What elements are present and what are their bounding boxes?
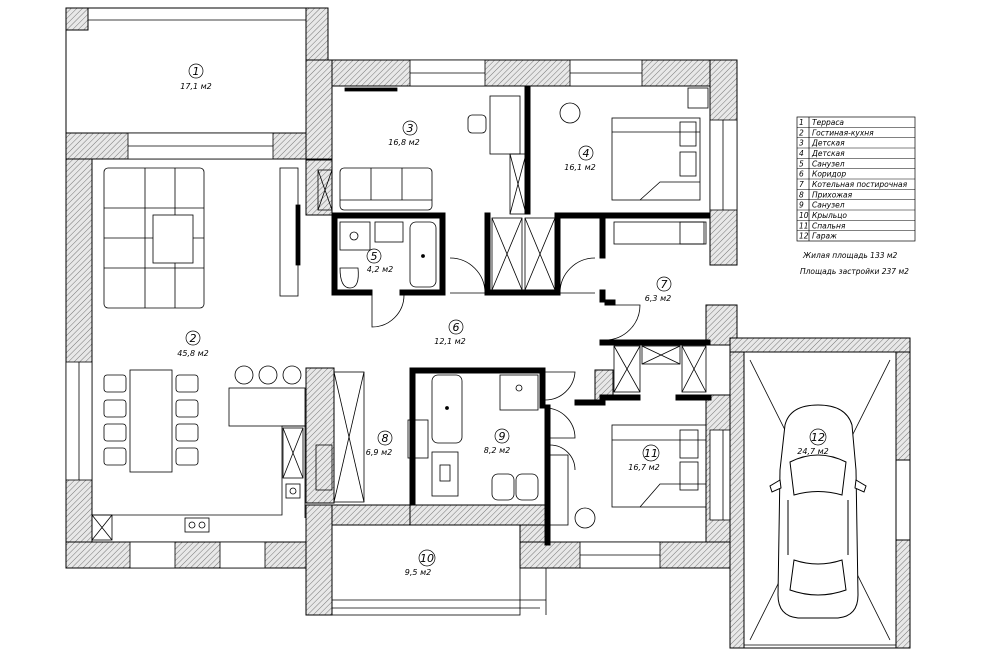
svg-text:16,1 м2: 16,1 м2 bbox=[564, 163, 595, 172]
svg-text:Спальня: Спальня bbox=[812, 221, 846, 230]
svg-text:1: 1 bbox=[799, 118, 804, 127]
svg-text:5: 5 bbox=[371, 250, 378, 263]
svg-text:9,5 м2: 9,5 м2 bbox=[405, 568, 431, 577]
svg-text:Терраса: Терраса bbox=[812, 118, 844, 127]
svg-text:8,2 м2: 8,2 м2 bbox=[484, 446, 510, 455]
svg-text:7: 7 bbox=[799, 180, 804, 189]
room-label-4: 4 16,1 м2 bbox=[564, 145, 596, 172]
bath-9-fixtures bbox=[407, 374, 539, 501]
svg-text:Детская: Детская bbox=[811, 149, 845, 158]
svg-text:10: 10 bbox=[799, 211, 809, 220]
svg-text:Гараж: Гараж bbox=[812, 232, 837, 241]
room-label-9: 9 8,2 м2 bbox=[484, 428, 510, 455]
svg-text:9: 9 bbox=[799, 201, 804, 210]
svg-text:8: 8 bbox=[799, 190, 804, 199]
porch bbox=[331, 524, 547, 616]
svg-text:3: 3 bbox=[407, 122, 414, 135]
room-4-furniture bbox=[559, 87, 709, 201]
svg-text:6,3 м2: 6,3 м2 bbox=[645, 294, 671, 303]
svg-text:Санузел: Санузел bbox=[812, 201, 845, 210]
svg-text:12: 12 bbox=[811, 431, 825, 444]
svg-text:5: 5 bbox=[799, 159, 804, 168]
svg-text:2: 2 bbox=[799, 128, 804, 137]
svg-text:10: 10 bbox=[420, 552, 434, 565]
windows bbox=[65, 59, 738, 569]
room-label-8: 8 6,9 м2 bbox=[366, 430, 393, 457]
living-area-text: Жилая площадь 133 м2 bbox=[802, 251, 898, 260]
svg-text:4,2 м2: 4,2 м2 bbox=[367, 265, 393, 274]
garage bbox=[729, 337, 911, 649]
corridor-wardrobes bbox=[491, 217, 556, 291]
living-furniture bbox=[91, 167, 306, 541]
svg-text:Котельная постирочная: Котельная постирочная bbox=[812, 180, 908, 189]
svg-text:16,8 м2: 16,8 м2 bbox=[388, 138, 419, 147]
hall-8-wardrobe bbox=[315, 371, 365, 503]
svg-text:Коридор: Коридор bbox=[812, 170, 846, 179]
room-labels: 1 17,1 м2 2 45,8 м2 3 16,8 м2 4 16,1 м2 … bbox=[177, 63, 829, 577]
svg-text:12: 12 bbox=[799, 232, 809, 241]
svg-text:12,1 м2: 12,1 м2 bbox=[434, 337, 465, 346]
svg-text:3: 3 bbox=[799, 139, 804, 148]
room-label-1: 1 17,1 м2 bbox=[180, 63, 212, 91]
bath-5-fixtures bbox=[339, 221, 437, 289]
svg-text:9: 9 bbox=[499, 430, 506, 443]
interior-walls bbox=[305, 85, 712, 546]
room-7-fixtures bbox=[613, 221, 707, 393]
svg-text:24,7 м2: 24,7 м2 bbox=[797, 447, 828, 456]
svg-text:16,7 м2: 16,7 м2 bbox=[628, 463, 659, 472]
room-label-12: 12 24,7 м2 bbox=[797, 428, 829, 456]
svg-text:45,8 м2: 45,8 м2 bbox=[177, 349, 208, 358]
room-label-5: 5 4,2 м2 bbox=[366, 248, 393, 274]
svg-text:Детская: Детская bbox=[811, 139, 845, 148]
room-label-6: 6 12,1 м2 bbox=[434, 319, 466, 346]
svg-text:Крыльцо: Крыльцо bbox=[812, 211, 847, 220]
svg-text:17,1 м2: 17,1 м2 bbox=[180, 82, 211, 91]
room-label-2: 2 45,8 м2 bbox=[177, 330, 209, 358]
svg-text:6,9 м2: 6,9 м2 bbox=[366, 448, 392, 457]
svg-text:8: 8 bbox=[382, 432, 389, 445]
room-label-10: 10 9,5 м2 bbox=[405, 549, 436, 577]
svg-text:Прихожая: Прихожая bbox=[812, 190, 853, 199]
built-area-text: Площадь застройки 237 м2 bbox=[800, 267, 909, 276]
room-label-7: 7 6,3 м2 bbox=[645, 276, 672, 303]
svg-text:Гостиная-кухня: Гостиная-кухня bbox=[812, 128, 874, 137]
svg-text:6: 6 bbox=[453, 321, 460, 334]
svg-text:7: 7 bbox=[661, 278, 668, 291]
svg-text:11: 11 bbox=[799, 221, 809, 230]
svg-text:6: 6 bbox=[799, 170, 804, 179]
svg-text:4: 4 bbox=[583, 147, 590, 160]
car-icon bbox=[769, 404, 867, 619]
svg-text:1: 1 bbox=[193, 65, 200, 78]
svg-text:11: 11 bbox=[644, 447, 658, 460]
svg-text:2: 2 bbox=[190, 332, 197, 345]
svg-text:Санузел: Санузел bbox=[812, 159, 845, 168]
svg-text:4: 4 bbox=[799, 149, 804, 158]
room-label-11: 11 16,7 м2 bbox=[628, 444, 660, 472]
room-3-furniture bbox=[317, 87, 527, 215]
doors bbox=[371, 257, 641, 471]
room-label-3: 3 16,8 м2 bbox=[388, 120, 420, 147]
bedroom-11-furniture bbox=[547, 424, 707, 529]
